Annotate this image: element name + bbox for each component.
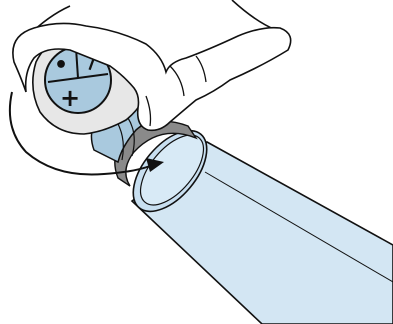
power-button[interactable]: • (54, 53, 68, 78)
power-button-label: • (54, 53, 68, 78)
plus-button-label: + (60, 84, 80, 112)
plus-button[interactable]: + (60, 84, 80, 112)
sleeve-line-2 (232, 0, 276, 30)
